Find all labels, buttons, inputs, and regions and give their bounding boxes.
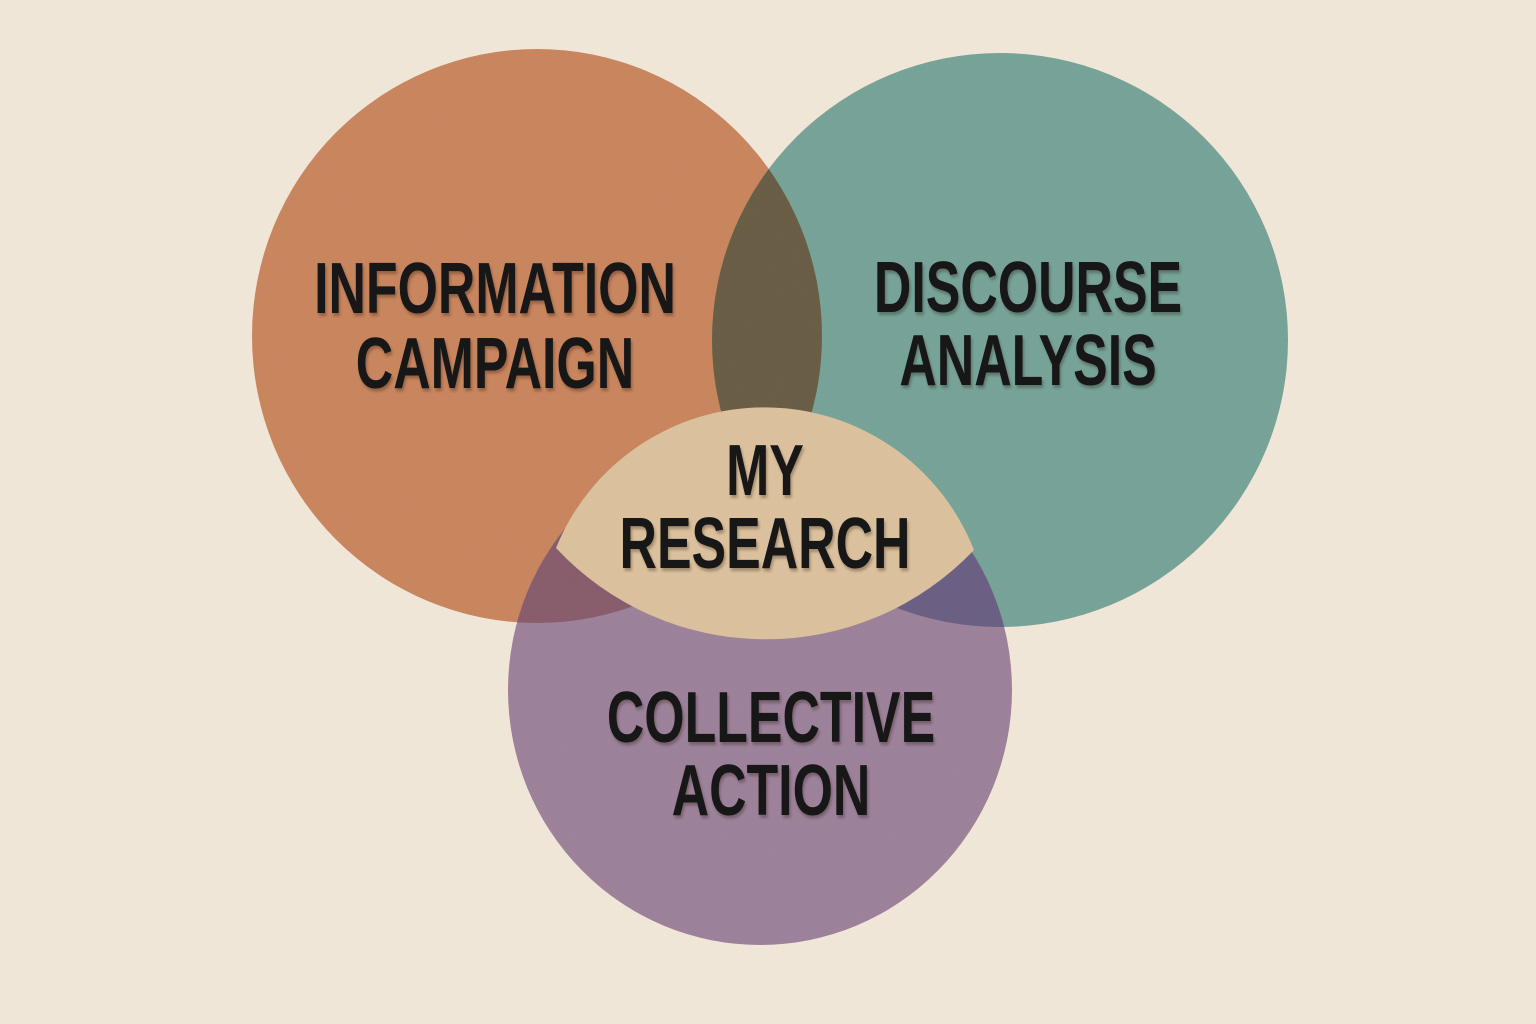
venn-diagram: INFORMATION CAMPAIGN DISCOURSE ANALYSIS … <box>0 0 1536 1024</box>
grain-texture <box>0 0 1536 1024</box>
venn-canvas <box>0 0 1536 1024</box>
